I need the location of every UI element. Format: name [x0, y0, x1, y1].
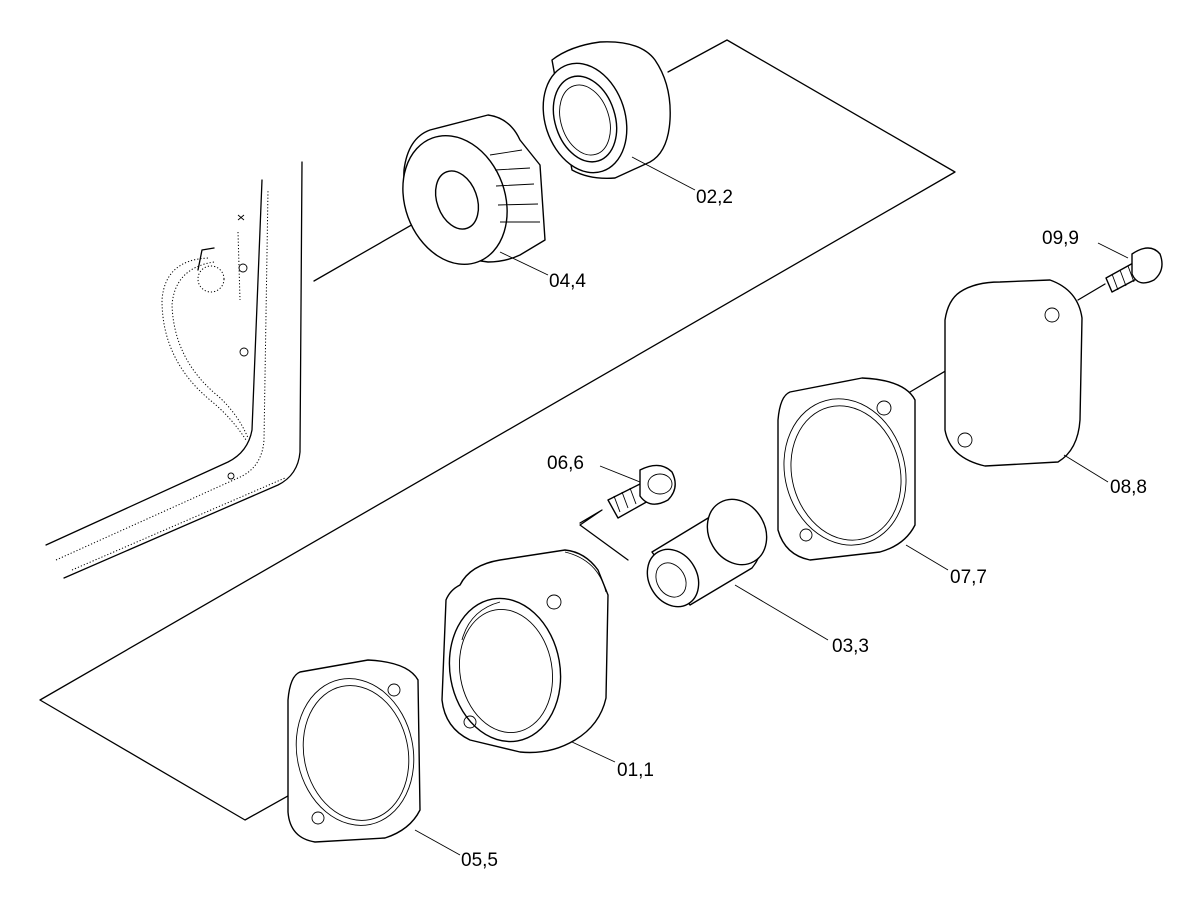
engine-housing — [45, 161, 303, 579]
callout-06: 06,6 — [547, 453, 584, 474]
part-05-gasket — [287, 659, 421, 843]
part-08-cover — [944, 279, 1083, 467]
callout-01: 01,1 — [617, 760, 654, 781]
callout-09: 09,9 — [1042, 228, 1079, 249]
callout-03: 03,3 — [832, 636, 869, 657]
part-06-bolt — [607, 464, 676, 519]
part-03-sleeve — [646, 498, 768, 608]
callout-04: 04,4 — [549, 271, 586, 292]
part-02-bearing — [542, 41, 671, 180]
callout-02: 02,2 — [696, 187, 733, 208]
callout-leaders — [414, 156, 1129, 856]
callout-08: 08,8 — [1110, 477, 1147, 498]
callout-07: 07,7 — [950, 567, 987, 588]
callout-05: 05,5 — [461, 850, 498, 871]
part-04-gear — [402, 114, 546, 266]
part-09-bolt — [1105, 247, 1163, 293]
part-01-housing — [441, 549, 609, 754]
part-07-gasket — [777, 377, 916, 561]
